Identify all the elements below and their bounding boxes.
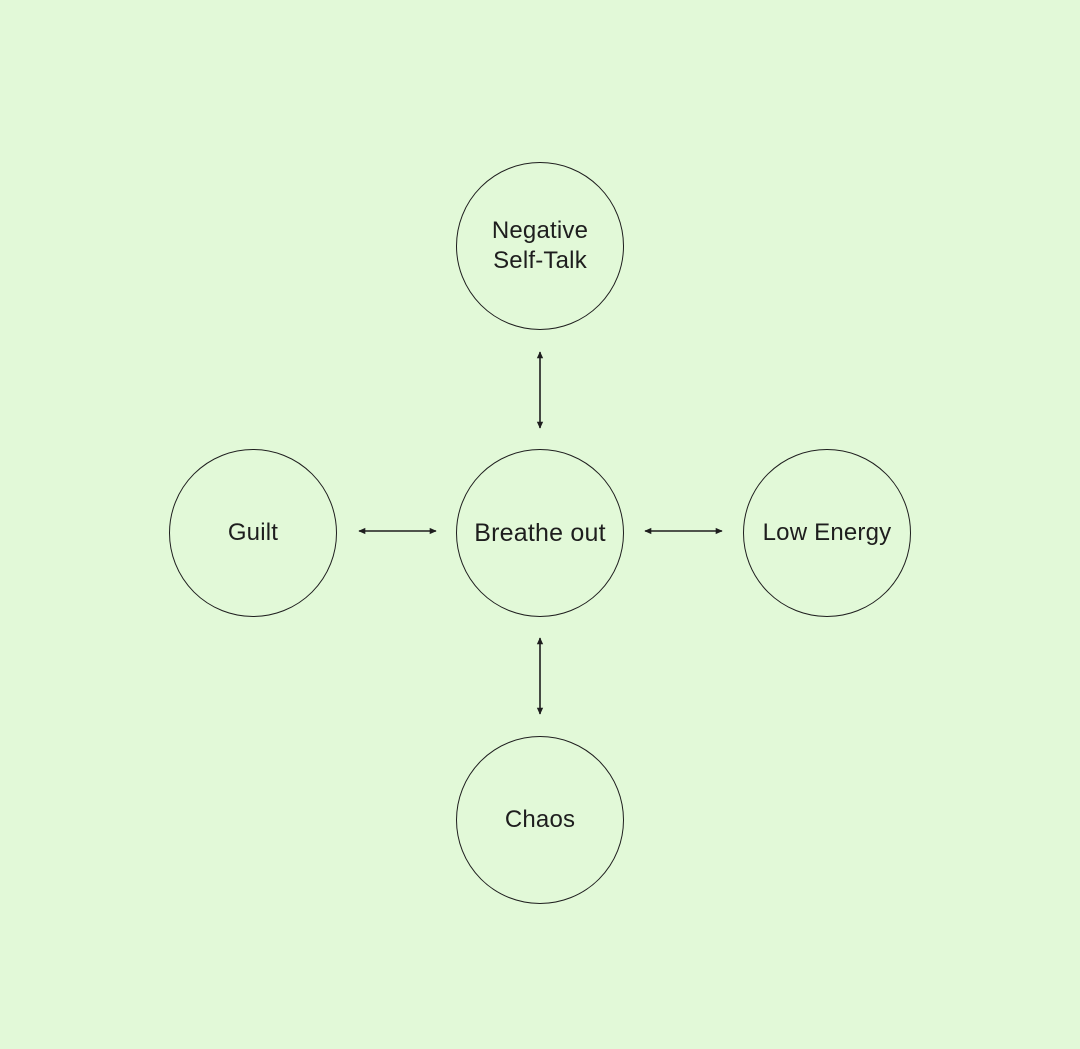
- node-chaos: Chaos: [456, 736, 624, 904]
- node-negative-self-talk-line-2: Self-Talk: [493, 247, 587, 274]
- node-negative-self-talk: Negative Self-Talk: [456, 162, 624, 330]
- node-guilt-label: Guilt: [227, 519, 279, 546]
- node-breathe-out: Breathe out: [456, 449, 624, 617]
- node-breathe-out-label: Breathe out: [474, 519, 606, 547]
- node-low-energy-label: Low Energy: [762, 519, 892, 546]
- node-low-energy: Low Energy: [743, 449, 911, 617]
- node-negative-self-talk-line-1: Negative: [491, 217, 589, 244]
- node-chaos-label: Chaos: [504, 806, 576, 833]
- node-negative-self-talk-label: Negative Self-Talk: [492, 216, 588, 276]
- node-guilt: Guilt: [169, 449, 337, 617]
